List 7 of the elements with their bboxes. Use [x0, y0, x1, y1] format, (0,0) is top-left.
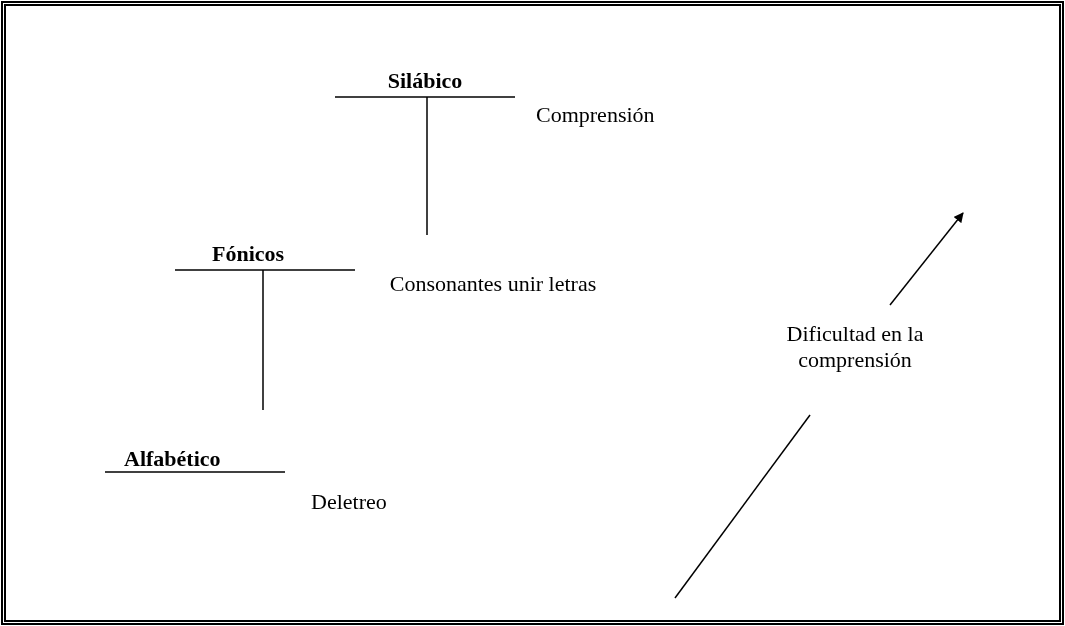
level-heading: Fónicos — [212, 241, 285, 267]
level-description: Deletreo — [311, 489, 387, 515]
level-heading: Silábico — [386, 68, 464, 94]
arrow-label: Dificultad en la comprensión — [785, 321, 925, 373]
level-description: Consonantes unir letras — [388, 271, 598, 297]
level-description: Comprensión — [536, 102, 655, 128]
level-heading: Alfabético — [124, 446, 221, 472]
